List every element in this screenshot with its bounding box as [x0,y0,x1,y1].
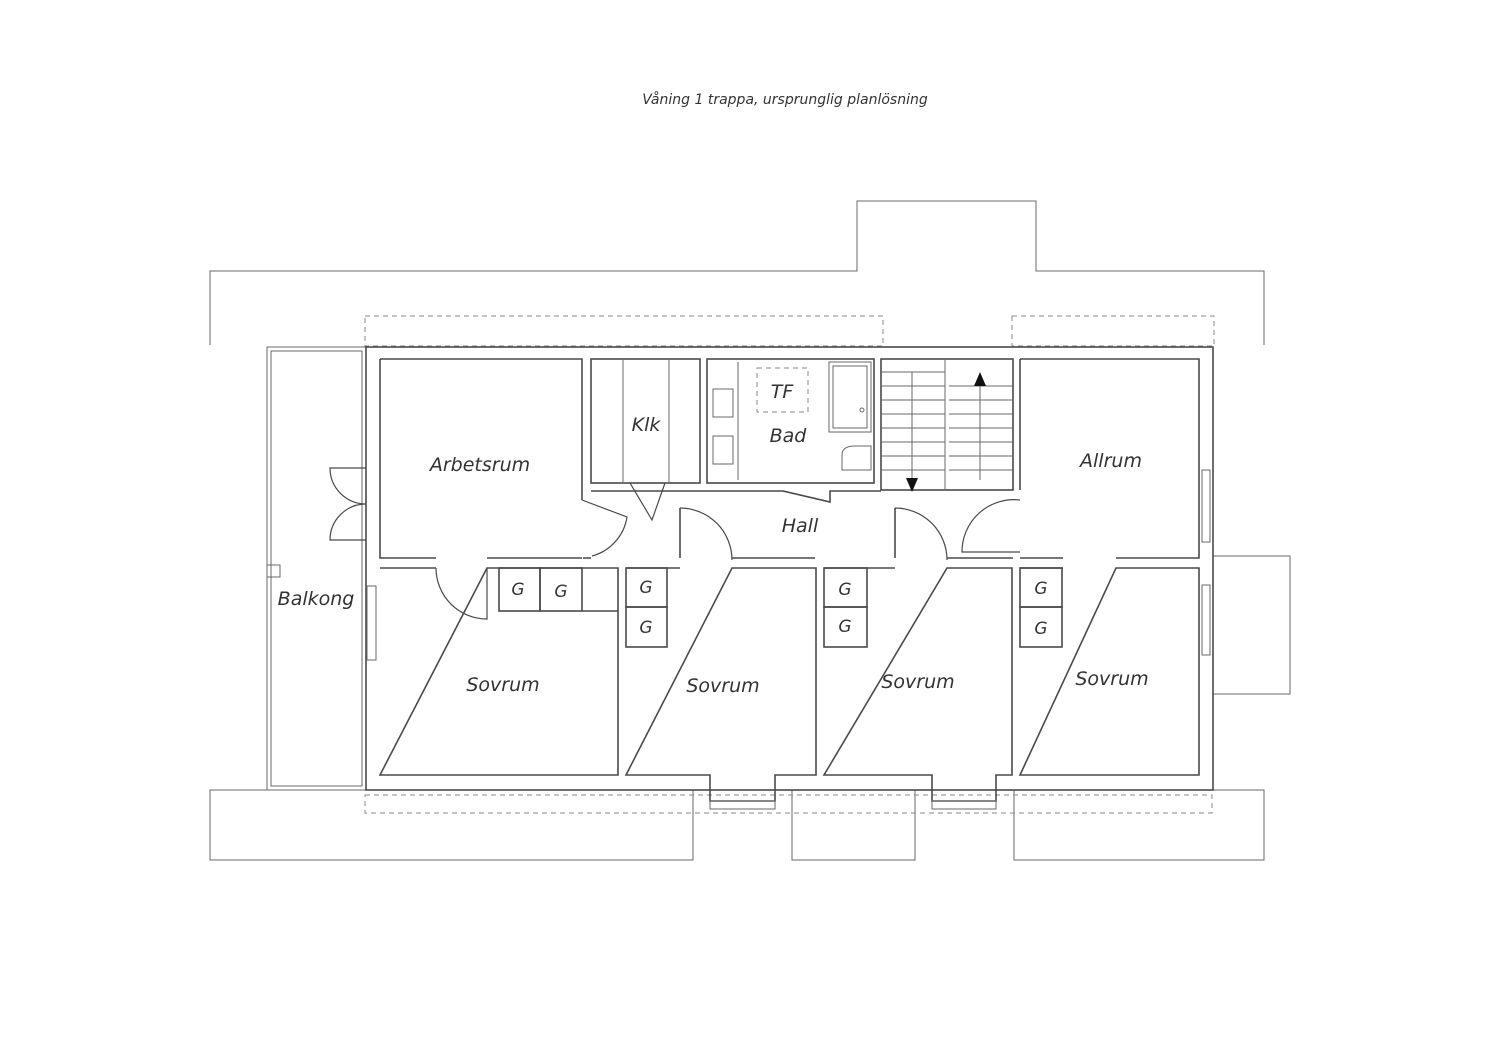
wardrobe-1b [539,567,583,612]
label-wardrobe: G [1034,619,1047,639]
door-sovrum-1 [435,567,488,620]
door-balcony [329,467,367,541]
label-tf: TF [771,381,795,403]
balcony-post [266,564,281,578]
door-sovrum-3 [894,507,948,561]
label-allrum: Allrum [1078,450,1142,472]
window-bottom-2 [931,800,997,810]
door-klk [629,482,666,522]
label-balkong: Balkong [278,588,355,610]
toilet [841,445,872,471]
wardrobe-2b [625,606,668,648]
label-wardrobe: G [511,580,524,600]
allrum-walls [1019,358,1200,559]
window-right-top [1201,469,1211,543]
balcony-outline [266,346,367,791]
door-bad [782,490,831,503]
wardrobe-4b [1019,606,1063,648]
door-arbetsrum [581,499,628,557]
arbetsrum-walls [379,358,583,559]
label-arbetsrum: Arbetsrum [428,454,530,476]
label-sovrum-4: Sovrum [1075,668,1148,690]
bay-outline-right [1212,555,1291,695]
label-klk: Klk [632,414,662,436]
label-wardrobe: G [838,617,851,637]
tf-marker [756,367,809,413]
sink-1 [712,388,734,418]
window-right-bottom [1201,584,1211,656]
dormer-outline-bottom [364,794,1213,814]
label-wardrobe: G [639,618,652,638]
wardrobe-3b [823,606,868,648]
page-title: Våning 1 trappa, ursprunglig planlösning [642,92,928,108]
sink-2 [712,435,734,465]
label-wardrobe: G [639,578,652,598]
outer-wall [365,346,1214,791]
klk-outline [590,358,701,484]
roof-outline-bottom-right [1013,789,1265,861]
label-wardrobe: G [554,582,567,602]
balcony-inner [270,350,363,787]
dormer-outline-top-left [364,315,884,347]
stair-treads [881,371,1013,471]
label-bad: Bad [770,425,808,447]
window-left [366,585,377,661]
window-bottom-1 [709,800,776,810]
door-sovrum-2 [679,507,733,561]
bathtub [828,361,872,433]
stairs-outline [880,358,1014,491]
label-hall: Hall [782,515,819,537]
label-sovrum-3: Sovrum [881,671,954,693]
label-wardrobe: G [1034,579,1047,599]
roof-outline-bottom-mid [791,789,916,861]
stair-arrow-down [906,478,918,492]
door-allrum [961,499,1021,553]
stair-arrow-up [974,372,986,386]
label-sovrum-2: Sovrum [686,675,759,697]
label-wardrobe: G [838,580,851,600]
roof-outline-bottom-left [209,789,694,861]
label-sovrum-1: Sovrum [466,674,539,696]
roof-outline-top [209,200,1265,345]
bad-outline [706,358,875,484]
dormer-outline-top-right [1011,315,1215,347]
